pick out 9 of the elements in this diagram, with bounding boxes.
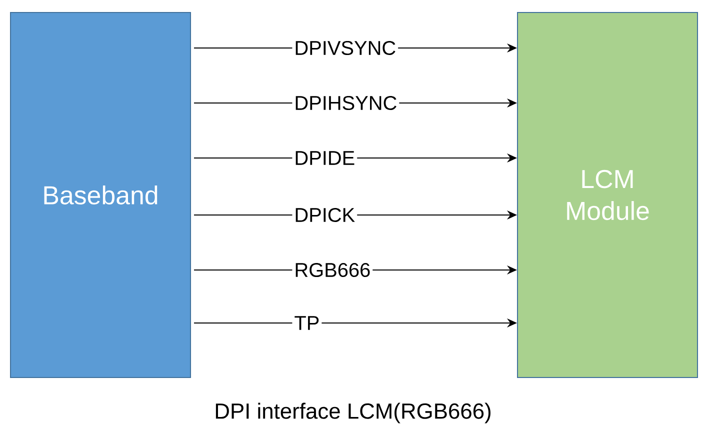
module-box: LCM Module (517, 12, 698, 378)
edge-label: TP (292, 314, 322, 332)
edge-label: DPICK (292, 206, 358, 224)
edge-label: DPIVSYNC (292, 38, 398, 58)
edge-label: DPIDE (292, 149, 358, 167)
module-box: Baseband (10, 12, 191, 378)
caption: DPI interface LCM(RGB666) (216, 402, 490, 424)
edge-label: DPIHSYNC (292, 94, 400, 112)
edge-label: RGB666 (292, 260, 373, 280)
